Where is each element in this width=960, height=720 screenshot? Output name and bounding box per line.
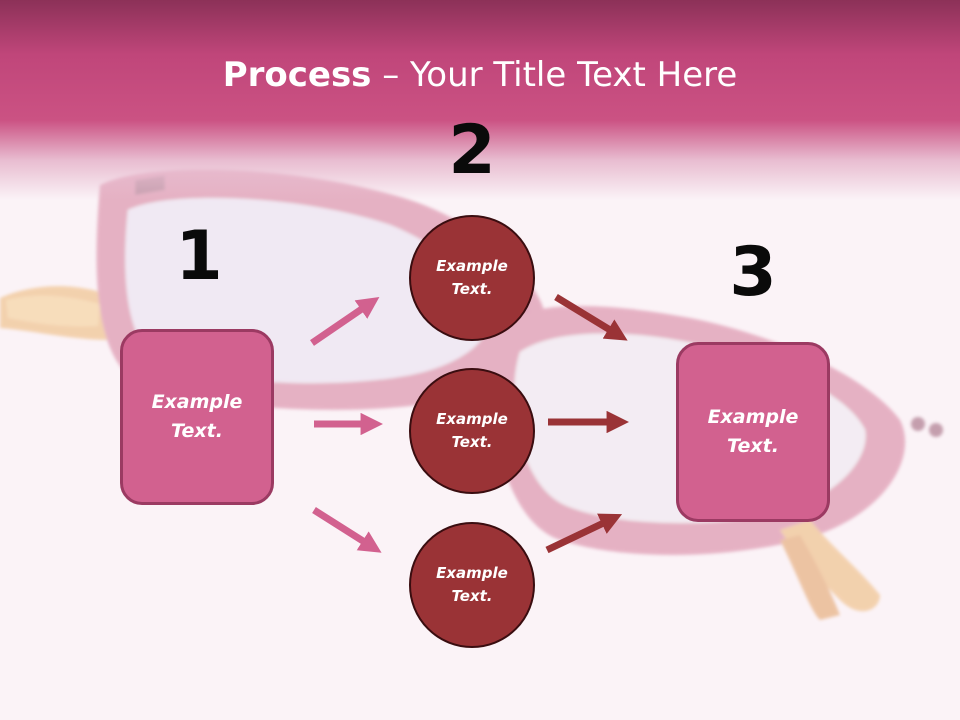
step-3-text: Example Text. bbox=[707, 406, 799, 457]
step-3-box: Example Text. bbox=[676, 342, 830, 522]
step-2-circle-bottom: Example Text. bbox=[409, 522, 535, 648]
step-1-box: Example Text. bbox=[120, 329, 274, 505]
arrow-box1-to-circle-top bbox=[310, 296, 380, 346]
step-number-1: 1 bbox=[175, 217, 223, 296]
arrow-circle-bottom-to-box3 bbox=[545, 513, 623, 554]
title-banner bbox=[0, 0, 960, 200]
step-2-circle-middle: Example Text. bbox=[409, 368, 535, 494]
arrow-circle-top-to-box3 bbox=[554, 294, 628, 341]
title-rest: – Your Title Text Here bbox=[371, 55, 738, 95]
circle-middle-text: Example Text. bbox=[436, 410, 508, 451]
arrow-box1-to-circle-bottom bbox=[312, 507, 382, 553]
slide-title: Process – Your Title Text Here bbox=[0, 52, 960, 98]
step-number-3: 3 bbox=[729, 233, 777, 312]
title-bold: Process bbox=[222, 55, 372, 95]
circle-top-text: Example Text. bbox=[436, 257, 508, 298]
step-number-2: 2 bbox=[448, 111, 496, 190]
step-1-text: Example Text. bbox=[151, 391, 243, 442]
circle-bottom-text: Example Text. bbox=[436, 564, 508, 605]
step-2-circle-top: Example Text. bbox=[409, 215, 535, 341]
